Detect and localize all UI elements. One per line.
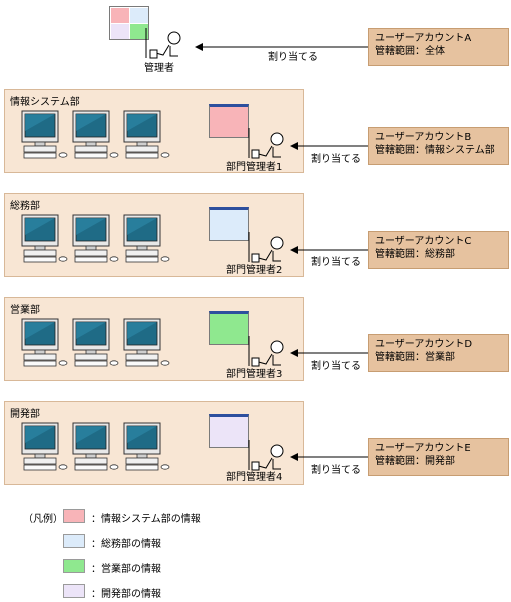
dept-manager-figure-icon [248, 128, 284, 159]
legend-swatch-info [63, 509, 85, 523]
dept-manager-screen-2 [209, 207, 249, 241]
legend-swatch-dev [63, 584, 85, 598]
pc-monitor-icon [72, 214, 119, 263]
assign-label-2: 割り当てる [311, 257, 361, 268]
account-a-name: ユーザーアカウントA [375, 33, 472, 44]
top-manager-label: 管理者 [144, 63, 174, 74]
pc-monitor-icon [21, 110, 68, 159]
account-b-name: ユーザーアカウントB [375, 132, 472, 143]
assign-label-3: 割り当てる [311, 361, 361, 372]
legend-label-dev: ：開発部の情報 [91, 589, 161, 600]
account-e: ユーザーアカウントE 管轄範囲：開発部 [368, 438, 509, 476]
account-b-scope: 管轄範囲：情報システム部 [375, 145, 495, 156]
legend-label-sales: ：営業部の情報 [91, 564, 161, 575]
pc-monitor-icon [123, 318, 170, 367]
assign-label-top: 割り当てる [268, 52, 318, 63]
dept-manager-figure-icon [248, 440, 284, 471]
dept-name: 情報システム部 [10, 97, 80, 108]
account-c: ユーザーアカウントC 管轄範囲：総務部 [368, 231, 509, 269]
screen-quadrant-general [130, 8, 148, 23]
account-c-scope: 管轄範囲：総務部 [375, 249, 455, 260]
dept-manager-figure-icon [248, 336, 284, 367]
dept-manager-label-4: 部門管理者4 [226, 472, 283, 483]
account-d: ユーザーアカウントD 管轄範囲：営業部 [368, 334, 509, 372]
pc-monitor-icon [72, 110, 119, 159]
legend-title: （凡例） [23, 514, 63, 525]
pc-monitor-icon [21, 318, 68, 367]
dept-name: 総務部 [10, 201, 40, 212]
account-e-name: ユーザーアカウントE [375, 443, 471, 454]
assign-label-1: 割り当てる [311, 154, 361, 165]
screen-quadrant-info [111, 8, 129, 23]
dept-manager-screen-3 [209, 311, 249, 345]
dept-manager-screen-4 [209, 414, 249, 448]
dept-manager-label-1: 部門管理者1 [226, 162, 283, 173]
account-d-name: ユーザーアカウントD [375, 339, 473, 350]
account-e-scope: 管轄範囲：開発部 [375, 456, 455, 467]
dept-manager-figure-icon [248, 232, 284, 263]
dept-manager-label-2: 部門管理者2 [226, 265, 283, 276]
pc-monitor-icon [123, 214, 170, 263]
assign-label-4: 割り当てる [311, 465, 361, 476]
dept-manager-screen-1 [209, 104, 249, 138]
pc-monitor-icon [72, 318, 119, 367]
account-b: ユーザーアカウントB 管轄範囲：情報システム部 [368, 127, 509, 165]
pc-monitor-icon [21, 422, 68, 471]
account-a-scope: 管轄範囲：全体 [375, 46, 445, 57]
screen-quadrant-dev [111, 24, 129, 39]
pc-monitor-icon [72, 422, 119, 471]
top-manager-screen [109, 6, 149, 40]
legend-swatch-sales [63, 559, 85, 573]
legend-label-info: ：情報システム部の情報 [91, 514, 201, 525]
legend-swatch-general [63, 534, 85, 548]
account-c-name: ユーザーアカウントC [375, 236, 472, 247]
account-a: ユーザーアカウントA 管轄範囲：全体 [368, 28, 509, 66]
account-d-scope: 管轄範囲：営業部 [375, 352, 455, 363]
pc-monitor-icon [123, 422, 170, 471]
legend-label-general: ：総務部の情報 [91, 539, 161, 550]
pc-monitor-icon [123, 110, 170, 159]
dept-manager-label-3: 部門管理者3 [226, 369, 283, 380]
dept-name: 営業部 [10, 305, 40, 316]
screen-quadrant-sales [130, 24, 148, 39]
pc-monitor-icon [21, 214, 68, 263]
dept-name: 開発部 [10, 409, 40, 420]
